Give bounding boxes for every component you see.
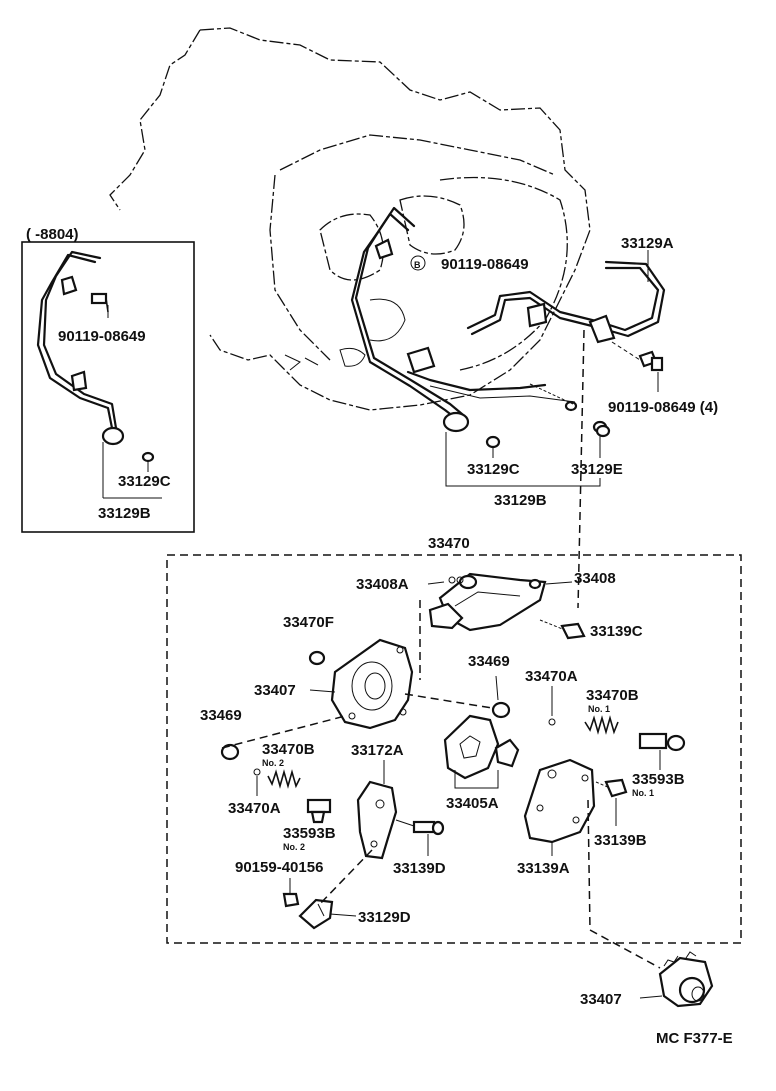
tube-bracket-end — [588, 314, 616, 344]
oil-pump-assembly-box: 33470 — [166, 535, 742, 944]
label-bolt-x4: 90119-08649 (4) — [608, 399, 718, 416]
circled-letter-icon — [410, 255, 426, 271]
inset-oil-tube — [36, 253, 114, 430]
plug-no2-icon — [306, 798, 332, 824]
pump-body — [330, 638, 414, 730]
label-33407-lower: 33407 — [580, 991, 622, 1008]
label-no1-b: No. 1 — [632, 788, 654, 798]
tube-end-fitting — [564, 400, 578, 412]
figure-code: MC F377-E — [656, 1030, 733, 1047]
inset-bracket-upper — [60, 275, 78, 296]
transmission-housing — [109, 27, 591, 411]
inset-bushing-icon — [141, 451, 155, 463]
tube-bracket-right — [526, 302, 548, 328]
label-33129a: 33129A — [621, 235, 674, 252]
spring-no1-icon — [584, 715, 619, 735]
label-33129d: 33129D — [358, 909, 411, 926]
label-33470: 33470 — [428, 535, 470, 552]
upper-tube-assembly — [350, 206, 666, 433]
inset-bolt-icon — [90, 292, 109, 313]
label-33129e: 33129E — [571, 461, 623, 478]
bolt-33139d-icon — [395, 819, 445, 836]
inset-bushing-label: 33129C — [118, 473, 171, 490]
label-33470a-left: 33470A — [228, 800, 281, 817]
drive-gear-assembly — [428, 572, 573, 632]
ball-right-icon — [548, 718, 556, 726]
tube-bracket-mid — [406, 346, 436, 374]
label-33593b-no1: 33593B — [632, 771, 685, 788]
label-no2-b: No. 2 — [283, 842, 305, 852]
circled-letter: B — [414, 260, 421, 270]
inset-date-range: ( -8804) — [26, 226, 79, 243]
tube-bracket-upper — [374, 238, 394, 260]
inset-tube-label: 33129B — [98, 505, 151, 522]
label-33593b-no2: 33593B — [283, 825, 336, 842]
bushing-c-icon — [485, 435, 501, 449]
label-bolt-circled: 90119-08649 — [441, 256, 529, 273]
bolt-90159-icon — [282, 878, 300, 908]
bolt-x4-icon — [611, 341, 664, 372]
inset-bolt-label: 90119-08649 — [58, 328, 146, 345]
label-33139a: 33139A — [517, 860, 570, 877]
label-33129b: 33129B — [494, 492, 547, 509]
bolt-33139b-icon — [595, 778, 628, 798]
label-33408: 33408 — [574, 570, 616, 587]
clamp-33129d-icon — [298, 898, 334, 930]
label-33469-left: 33469 — [200, 707, 242, 724]
inset-panel: ( -8804) 90119-08649 33129C 33129B — [21, 226, 195, 533]
label-33139b: 33139B — [594, 832, 647, 849]
seal-33470f-icon — [308, 650, 326, 666]
label-33172a: 33172A — [351, 742, 404, 759]
label-33405a: 33405A — [446, 795, 499, 812]
label-33470a-right: 33470A — [525, 668, 578, 685]
inset-bracket-lower — [70, 370, 88, 392]
label-33407: 33407 — [254, 682, 296, 699]
oring-left-icon — [220, 743, 240, 761]
spring-no2-icon — [267, 769, 301, 789]
label-33470f: 33470F — [283, 614, 334, 631]
pump-cover — [523, 758, 596, 844]
oring-right-icon — [491, 701, 511, 719]
bolt-33139c-icon — [539, 619, 586, 640]
rotor-gears — [443, 714, 520, 780]
plug-no1-icon — [638, 732, 686, 752]
label-33139d: 33139D — [393, 860, 446, 877]
label-90159-40156: 90159-40156 — [235, 859, 323, 876]
ball-left-icon — [253, 768, 261, 776]
inset-tube-fitting — [101, 426, 125, 446]
plate-33172a — [356, 780, 398, 860]
bushing-e-icon — [592, 420, 611, 438]
label-no2-a: No. 2 — [262, 758, 284, 768]
label-33129c: 33129C — [467, 461, 520, 478]
pump-assembly-frame — [166, 554, 742, 944]
label-33139c: 33139C — [590, 623, 643, 640]
label-33408a: 33408A — [356, 576, 409, 593]
label-33470b-no2: 33470B — [262, 741, 315, 758]
label-33470b-no1: 33470B — [586, 687, 639, 704]
drive-gear-lower — [658, 951, 714, 1008]
inset-frame — [21, 241, 195, 533]
label-33469-right: 33469 — [468, 653, 510, 670]
tube-fitting-lower — [442, 411, 470, 433]
label-no1-a: No. 1 — [588, 704, 610, 714]
